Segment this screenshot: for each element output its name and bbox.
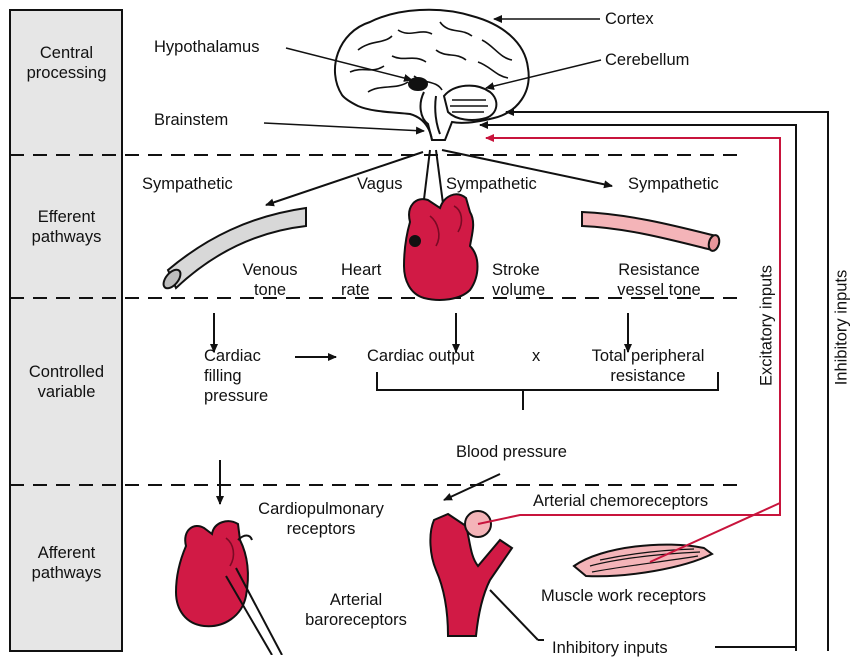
resistance-vessel xyxy=(582,212,721,252)
label-line: vessel tone xyxy=(596,280,722,300)
label-line: Cardiopulmonary xyxy=(236,499,406,519)
hypothalamus-label: Hypothalamus xyxy=(154,37,259,57)
section-label-afferent: Afferent pathways xyxy=(11,543,122,583)
total-peripheral-resistance-label: Total peripheral resistance xyxy=(572,346,724,386)
vagus-label: Vagus xyxy=(357,174,403,194)
section-label-controlled: Controlled variable xyxy=(11,362,122,402)
venous-tone-label: Venous tone xyxy=(232,260,308,300)
section-label-line: Afferent xyxy=(11,543,122,563)
cardiopulmonary-receptors-label: Cardiopulmonary receptors xyxy=(236,499,406,539)
cerebellum-label: Cerebellum xyxy=(605,50,689,70)
label-line: Total peripheral xyxy=(572,346,724,366)
label-line: tone xyxy=(232,280,308,300)
label-line: Arterial xyxy=(286,590,426,610)
section-label-line: variable xyxy=(11,382,122,402)
section-label-line: pathways xyxy=(11,563,122,583)
excitatory-inputs-label: Excitatory inputs xyxy=(758,256,777,396)
section-label-line: processing xyxy=(11,63,122,83)
section-label-line: Central xyxy=(11,43,122,63)
blood-pressure-label: Blood pressure xyxy=(456,442,567,462)
label-line: Heart xyxy=(341,260,381,280)
resistance-vessel-tone-label: Resistance vessel tone xyxy=(596,260,722,300)
brain-illustration xyxy=(335,10,529,140)
label-line: volume xyxy=(492,280,545,300)
arterial-chemoreceptors-label: Arterial chemoreceptors xyxy=(533,491,708,511)
label-line: resistance xyxy=(572,366,724,386)
label-line: pressure xyxy=(204,386,268,406)
inhibitory-inputs-label: Inhibitory inputs xyxy=(833,261,852,395)
label-line: receptors xyxy=(236,519,406,539)
carotid-illustration xyxy=(430,511,512,636)
sympathetic-right-label: Sympathetic xyxy=(628,174,719,194)
muscle-illustration xyxy=(574,545,712,577)
section-label-line: Controlled xyxy=(11,362,122,382)
stroke-volume-label: Stroke volume xyxy=(492,260,545,300)
sympathetic-left-label: Sympathetic xyxy=(142,174,233,194)
arterial-baroreceptors-label: Arterial baroreceptors xyxy=(286,590,426,630)
muscle-work-receptors-label: Muscle work receptors xyxy=(541,586,706,606)
label-line: Cardiac xyxy=(204,346,268,366)
section-label-central: Central processing xyxy=(11,43,122,83)
section-arrows xyxy=(214,313,628,504)
cardiac-filling-pressure-label: Cardiac filling pressure xyxy=(204,346,268,406)
cardiac-output-label: Cardiac output xyxy=(367,346,474,366)
label-line: rate xyxy=(341,280,381,300)
label-line: Venous xyxy=(232,260,308,280)
label-line: Resistance xyxy=(596,260,722,280)
inhibitory-inputs-bottom-label: Inhibitory inputs xyxy=(549,638,671,658)
section-label-efferent: Efferent pathways xyxy=(11,207,122,247)
section-label-line: Efferent xyxy=(11,207,122,227)
heart-rate-label: Heart rate xyxy=(341,260,381,300)
heart-upper xyxy=(404,194,478,300)
label-line: baroreceptors xyxy=(286,610,426,630)
brainstem-label: Brainstem xyxy=(154,110,228,130)
label-line: Stroke xyxy=(492,260,545,280)
label-line: filling xyxy=(204,366,268,386)
section-label-line: pathways xyxy=(11,227,122,247)
cortex-label: Cortex xyxy=(605,9,654,29)
sympathetic-mid-label: Sympathetic xyxy=(446,174,537,194)
multiply-symbol: x xyxy=(532,346,540,366)
